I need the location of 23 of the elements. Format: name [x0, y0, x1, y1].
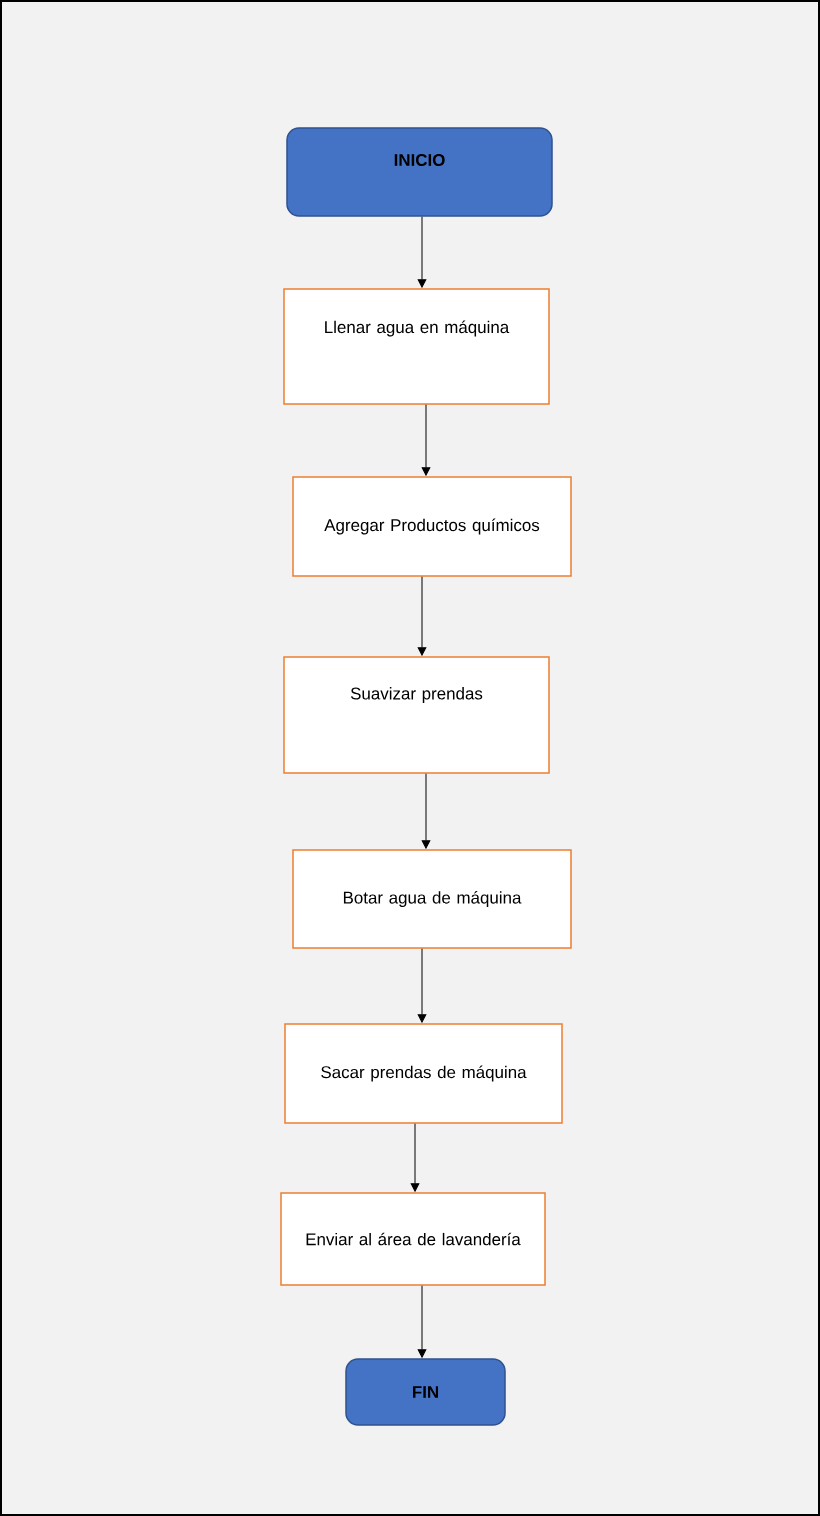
node-text: FIN: [413, 1386, 438, 1398]
terminal-box: [345, 1358, 506, 1426]
arrow: [417, 948, 427, 1023]
arrow: [410, 1123, 420, 1192]
arrow: [417, 1285, 427, 1358]
process-box: [280, 1192, 546, 1286]
node-text: Enviar al área de lavandería: [306, 1232, 521, 1246]
arrow: [417, 216, 427, 288]
process-box: [292, 476, 572, 577]
node-text: Botar agua de máquina: [343, 891, 522, 907]
node-text: INICIO: [394, 154, 445, 166]
process-box: [292, 849, 572, 949]
arrow: [421, 404, 431, 476]
node-text: Suavizar prendas: [350, 687, 483, 703]
node-text: Sacar prendas de máquina: [321, 1065, 527, 1082]
process-box: [283, 288, 550, 405]
arrow: [421, 773, 431, 849]
node-text: Agregar Productos químicos: [324, 518, 540, 535]
process-box: [284, 1023, 563, 1124]
process-box: [283, 656, 550, 774]
arrow: [417, 576, 427, 656]
terminal-box: [286, 127, 553, 217]
node-text: Llenar agua en máquina: [325, 320, 510, 337]
